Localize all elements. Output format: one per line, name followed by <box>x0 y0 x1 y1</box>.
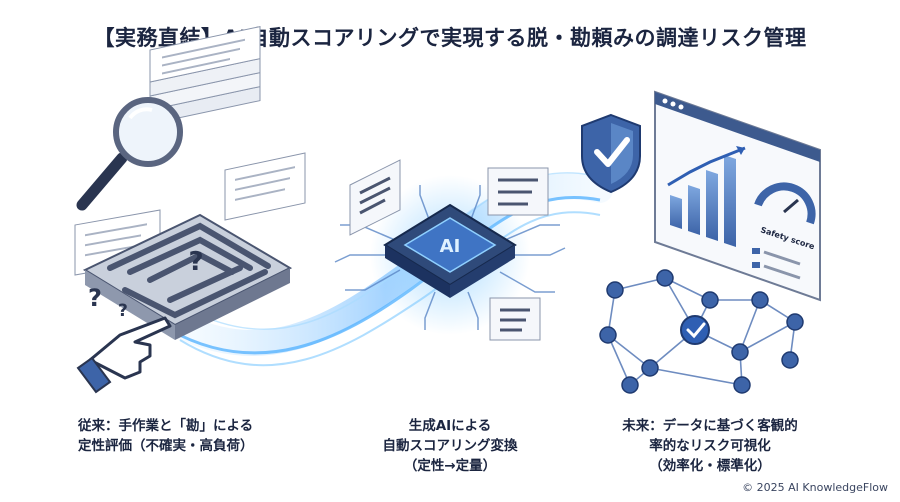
caption-ai-line-1: 生成AIによる <box>408 418 492 434</box>
copyright-notice: © 2025 AI KnowledgeFlow <box>742 481 888 494</box>
pointing-hand-icon <box>76 316 172 394</box>
chip-label: AI <box>440 236 461 257</box>
caption-traditional: 従来：手作業と「勘」による 定性評価（不確実・高負荷） <box>78 416 318 456</box>
caption-future-line-3: （効率化・標準化） <box>649 458 771 474</box>
data-card-top <box>487 167 549 216</box>
caption-ai-line-3: （定性→定量） <box>403 458 497 474</box>
caption-traditional-line-2: 定性評価（不確実・高負荷） <box>78 438 254 454</box>
bar-chart-icon <box>670 155 736 247</box>
magnifier-icon <box>76 97 183 211</box>
maze-question-mark: ? <box>188 247 203 277</box>
question-marks: ? ? <box>88 284 128 321</box>
caption-traditional-line-1: 従来：手作業と「勘」による <box>78 418 254 434</box>
data-card-left <box>349 159 401 236</box>
question-mark-2: ? <box>118 301 128 321</box>
caption-future: 未来：データに基づく客観的 率的なリスク可視化 （効率化・標準化） <box>590 416 830 476</box>
caption-future-line-1: 未来：データに基づく客観的 <box>622 418 798 434</box>
dashboard-window: Safety score <box>654 90 821 302</box>
caption-ai: 生成AIによる 自動スコアリング変換 （定性→定量） <box>350 416 550 476</box>
question-mark-1: ? <box>88 284 102 312</box>
network-graph <box>599 269 804 394</box>
caption-future-line-2: 率的なリスク可視化 <box>649 438 771 454</box>
caption-ai-line-2: 自動スコアリング変換 <box>382 438 518 454</box>
shield-check-icon <box>581 113 641 194</box>
data-card-bottom <box>489 297 541 341</box>
